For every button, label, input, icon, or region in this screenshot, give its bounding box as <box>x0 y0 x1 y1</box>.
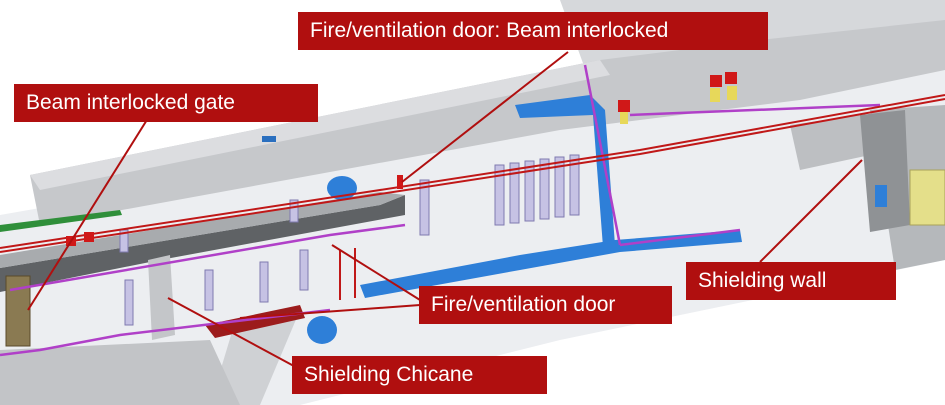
ventilation-duct-floor <box>360 230 742 298</box>
ventilation-duct <box>515 95 615 247</box>
chicane-floor-red <box>205 305 305 338</box>
lower-left-wall <box>0 340 240 405</box>
callout-shielding-wall: Shielding wall <box>686 262 896 300</box>
magnet-supports <box>620 86 737 124</box>
duct-barrel-lower <box>307 316 337 344</box>
beamline <box>0 94 945 300</box>
callout-shielding-chicane: Shielding Chicane <box>292 356 547 394</box>
green-rail <box>0 210 122 232</box>
callout-leaders <box>27 51 863 373</box>
shielding-wall-block <box>790 115 870 170</box>
floor-panels <box>119 154 580 326</box>
shielding-wall-front <box>860 110 910 232</box>
inner-shielding-wall <box>0 195 405 292</box>
wall-sign <box>262 136 276 142</box>
tunnel-upper-wall <box>30 20 945 225</box>
inner-shielding-wall-top <box>0 192 405 268</box>
callout-beam-interlocked-gate: Beam interlocked gate <box>14 84 318 122</box>
end-wall-panel <box>875 185 887 207</box>
tunnel-upper-wall-top <box>30 60 610 190</box>
chicane-pillar <box>148 255 175 340</box>
callout-fire-door-interlocked: Fire/ventilation door: Beam interlocked <box>298 12 768 50</box>
callout-fire-ventilation-door: Fire/ventilation door <box>419 286 672 324</box>
yellow-cage <box>909 169 945 226</box>
